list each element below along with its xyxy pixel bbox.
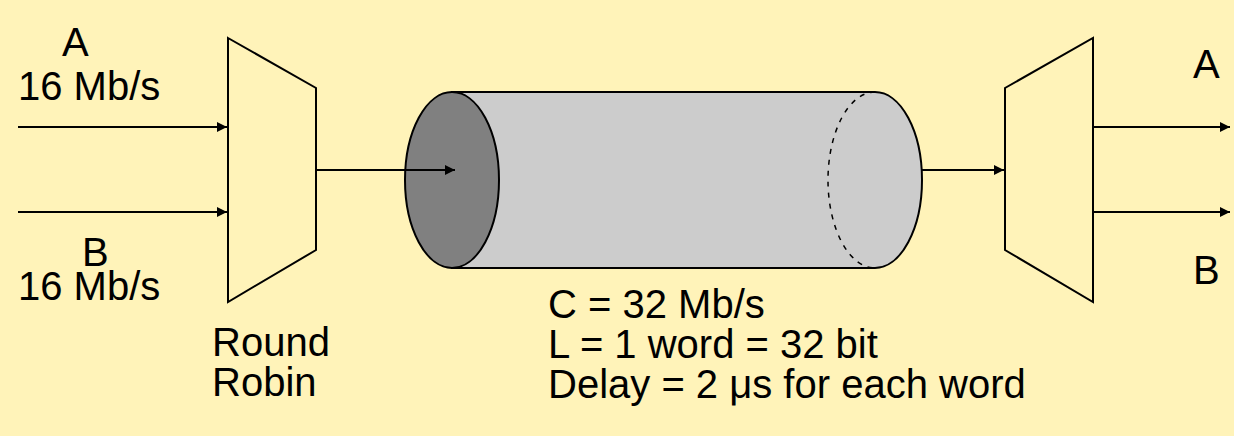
- multiplexer-outline: [228, 38, 316, 302]
- label-holder: 16 Mb/s: [18, 266, 160, 306]
- signal-label: 16 Mb/s: [18, 66, 160, 106]
- node-label: C = 32 Mb/s: [548, 284, 765, 324]
- label-holder: A: [62, 22, 89, 62]
- node-label: Delay = 2 μs for each word: [548, 364, 1026, 404]
- text-holder: L = 1 word = 32 bit: [548, 324, 878, 364]
- cylinder-body: [452, 92, 922, 268]
- channel-output-arrow: [922, 169, 1004, 171]
- signal-label: A: [62, 22, 89, 62]
- cylinder-hidden-edge: [828, 92, 875, 268]
- multiplexer-shape: [228, 38, 316, 302]
- text-holder: Delay = 2 μs for each word: [548, 364, 1026, 404]
- cylinder-face: [405, 92, 499, 268]
- input-arrow: [18, 211, 227, 213]
- signal-label: 16 Mb/s: [18, 266, 160, 306]
- multiplexer: Round Robin: [228, 38, 316, 302]
- node-label: Round Robin: [212, 322, 337, 402]
- connector-arrow: [316, 169, 455, 171]
- text-holder: C = 32 Mb/s: [548, 284, 765, 324]
- text-holder: Round Robin: [212, 322, 337, 402]
- output-arrow: [1093, 126, 1230, 128]
- signal-label: B: [1193, 250, 1220, 290]
- label-holder: 16 Mb/s: [18, 66, 160, 106]
- node-label: L = 1 word = 32 bit: [548, 324, 878, 364]
- channel-cylinder: C = 32 Mb/sL = 1 word = 32 bitDelay = 2 …: [405, 92, 922, 268]
- output-arrow: [1093, 211, 1230, 213]
- label-holder: A: [1193, 44, 1220, 84]
- signal-label: A: [1193, 44, 1220, 84]
- label-holder: B: [1193, 250, 1220, 290]
- demultiplexer: [1005, 38, 1093, 302]
- input-arrow: [18, 126, 227, 128]
- channel-cylinder-shape: [405, 92, 922, 268]
